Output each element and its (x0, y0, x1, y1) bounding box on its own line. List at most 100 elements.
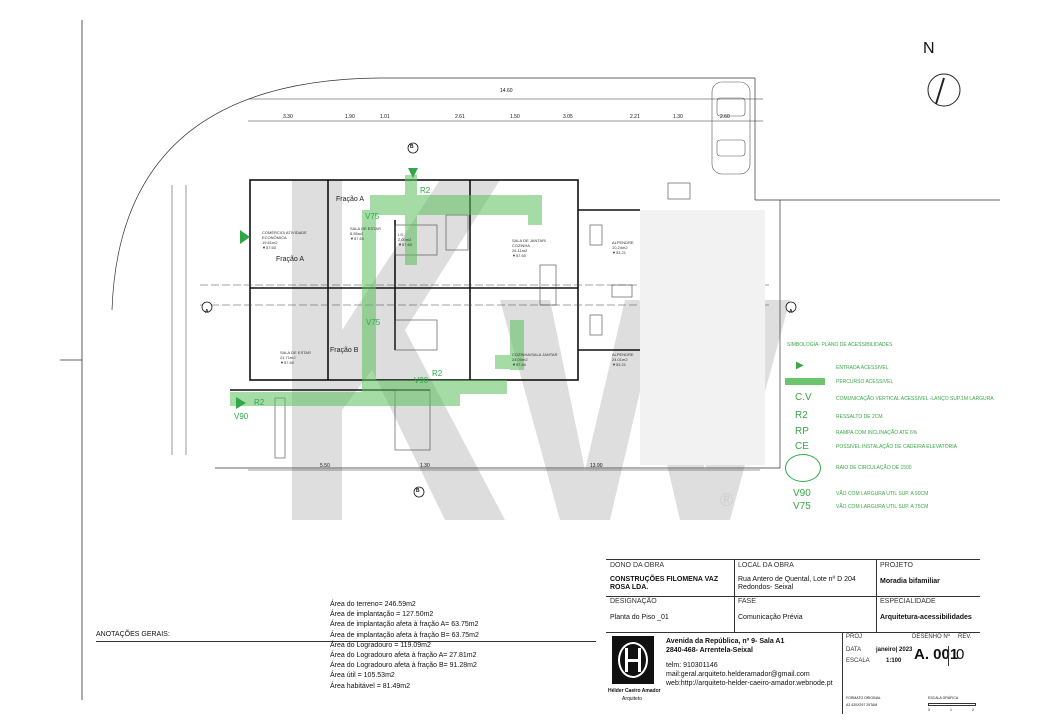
room-label-cozinha-b: COZINHA/SALA JANTAR 24.00m2 ▼57.60 (512, 352, 558, 367)
date-label: DATA (846, 647, 862, 653)
drawing-number-label: DESENHO Nº (912, 634, 950, 640)
revision-number: 0 (956, 646, 965, 663)
scale-tick-0: 0 (928, 708, 930, 712)
dim-bottom-3: 13.90 (590, 463, 603, 469)
phase-value: Comunicação Prévia (738, 614, 803, 621)
phone: telm: 910301146 (666, 662, 718, 669)
graphic-scale-label: ESCALA GRÁFICA (928, 696, 959, 700)
specialty-label: ESPECIALIDADE (880, 598, 936, 605)
legend-item-radius: RAIO DE CIRCULAÇÃO DE 1500 (836, 465, 912, 471)
scale-value: 1:100 (886, 658, 902, 664)
mark-v90-left: V90 (234, 412, 249, 421)
registered-mark: ® (720, 490, 733, 510)
scale-label: ESCALA (846, 658, 870, 664)
address-line-2: 2840-468- Arrentela-Seixal (666, 647, 753, 654)
dim-top-6: 3.05 (563, 114, 573, 120)
rev-label: REV. (958, 634, 972, 640)
legend-sym-ce: CE (795, 441, 809, 452)
legend-circle-icon (785, 454, 821, 482)
yard-area (640, 210, 765, 465)
north-arrow-icon (927, 73, 961, 107)
date-value: janeiro| 2023 (876, 647, 913, 653)
entry-markers (236, 168, 418, 409)
legend-sym-r2: R2 (795, 410, 808, 421)
site-value: Rua Antero de Quental, Lote nº D 204 Red… (738, 576, 856, 591)
dim-bottom-1: 5.50 (320, 463, 330, 469)
fraction-a-label: Fração A (276, 256, 305, 263)
site-boundary (111, 77, 1000, 469)
room-label-sala-jantar-a: SALA DE JANTAR/ COZINHA 26.11m2 ▼57.60 (512, 238, 547, 258)
area-line: Área do Logradouro afeta à fração B= 91.… (330, 662, 477, 670)
legend-item-ce: POSSIVEL INSTALAÇÃO DE CADEIRA ELEVATÓRI… (836, 444, 957, 450)
legend-item-r2: RESSALTO DE 2CM (836, 414, 883, 420)
section-a-left: A (205, 309, 209, 315)
dim-top-9: 2.60 (720, 114, 730, 120)
format-value: A3 420X297 29TAM (846, 703, 878, 707)
legend-title: SIMBOLOGIA- PLANO DE ACESSIBILIDADES (787, 342, 893, 348)
architect-logo (612, 636, 654, 684)
dim-top-5: 1.50 (510, 114, 520, 120)
owner-label: DONO DA OBRA (610, 562, 665, 569)
legend-sym-v90: V90 (793, 488, 811, 499)
dim-top-1: 3.30 (283, 114, 293, 120)
legend-sym-entry: ▶ (796, 360, 804, 371)
dimension-lines (171, 98, 763, 471)
dim-top-7: 2.21 (630, 114, 640, 120)
designation-value: Planta do Piso _01 (610, 614, 669, 621)
section-a-right: A (789, 309, 793, 315)
area-line: Área do Logradouro = 119.09m2 (330, 641, 431, 649)
dim-top-2: 1.90 (345, 114, 355, 120)
mark-v75-top: V75 (365, 212, 380, 221)
format-label: FORMATO ORIGINAL (846, 696, 881, 700)
room-label-comercio: COMÉRCIO/ ATIVIDADE ECONÓMICA 19.61m2 ▼5… (262, 230, 307, 250)
specialty-value: Arquitetura-acessibilidades (880, 614, 972, 621)
notes-label: ANOTAÇÕES GERAIS: (96, 631, 170, 638)
fraction-b-label: Fração B (330, 347, 359, 354)
phase-label: FASE (738, 598, 756, 605)
legend-item-v90: VÃO COM LARGURA UTIL SUP. A 90CM (836, 491, 929, 497)
mark-r2-top: R2 (420, 186, 431, 195)
legend-sym-cv: C.V (795, 392, 812, 403)
room-label-alpendre-b: ALPENDRE 24.01m2 ▼53.21 (612, 352, 634, 367)
fraction-a-label-top: Fração A (336, 196, 365, 203)
mark-v75-mid: V75 (366, 318, 381, 327)
car-icon (711, 81, 751, 175)
designation-label: DESIGNAÇÃO (610, 598, 657, 605)
address-line-1: Avenida da República, nº 9- Sala A1 (666, 638, 785, 645)
owner-value: CONSTRUÇÕES FILOMENA VAZ ROSA LDA. (610, 576, 719, 591)
legend-item-route: PERCURSO ACESSIVEL (836, 379, 894, 385)
dim-top-3: 1.01 (380, 114, 390, 120)
section-marker-icons (201, 142, 797, 498)
scale-tick-2: 2 (972, 708, 974, 712)
overall-dimension: 14.60 (500, 88, 513, 94)
legend-sym-v75: V75 (793, 501, 811, 512)
mark-v90-mid: V90 (414, 376, 429, 385)
email-link[interactable]: mail:geral.arquiteto.helderamador@gmail.… (666, 671, 810, 678)
proj-label: PROJ (846, 634, 863, 640)
room-label-is: I.S. 2.00m2 ▼57.60 (398, 232, 412, 247)
dim-top-8: 1.30 (673, 114, 683, 120)
legend-item-entry: ENTRADA ACESSIVEL (836, 365, 889, 371)
legend-route-swatch (785, 378, 825, 385)
dim-bottom-2: 1.30 (420, 463, 430, 469)
legend-item-cv: COMUNICAÇÃO VERTICAL ACESSIVEL -LANÇO SU… (836, 396, 994, 402)
room-label-sala-estar-a: SALA DE ESTAR 8.55m2 ▼57.60 (350, 226, 381, 241)
area-line: Área de implantação = 127.50m2 (330, 611, 434, 619)
architect-role: Arquiteto (622, 696, 643, 702)
title-block: DONO DA OBRA CONSTRUÇÕES FILOMENA VAZ RO… (606, 559, 980, 714)
area-line: Área útil = 105.53m2 (330, 672, 395, 680)
website-link[interactable]: web:http://arquiteto-helder-caeiro-amado… (666, 680, 833, 687)
scale-tick-1: 1 (950, 708, 952, 712)
section-b-top: B (410, 144, 414, 150)
area-line: Área do Logradouro afeta à fração A= 27.… (330, 652, 477, 660)
notes-divider (96, 641, 596, 642)
area-line: Área de implantação afeta à fração A= 63… (330, 621, 479, 629)
legend-sym-rp: RP (795, 426, 809, 437)
area-line: Área habitável = 81.49m2 (330, 682, 410, 690)
room-label-alpendre-a: ALPENDRE 10.24m2 ▼53.21 (612, 240, 634, 255)
legend-item-v75: VÃO COM LARGURA UTIL SUP. A 75CM (836, 504, 929, 510)
graphic-scale-bar (928, 703, 976, 706)
mark-r2-mid: R2 (432, 369, 443, 378)
site-label: LOCAL DA OBRA (738, 562, 794, 569)
project-value: Moradia bifamiliar (880, 578, 940, 585)
